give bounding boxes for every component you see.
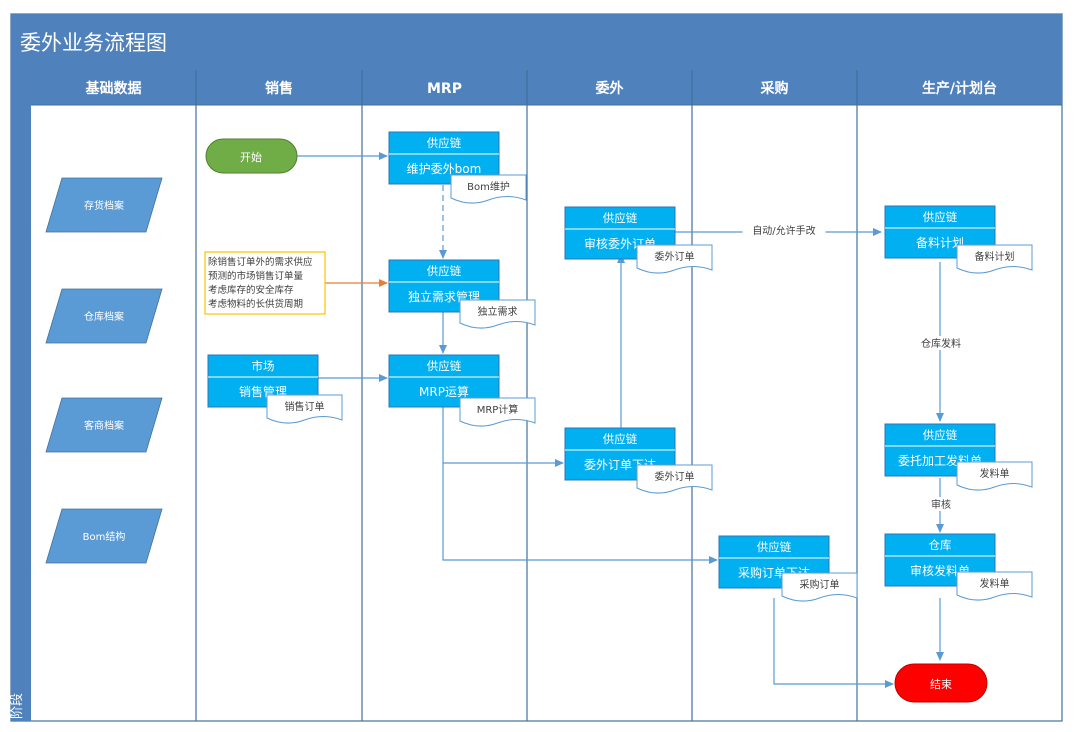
note-line-2: 考虑库存的安全库存 bbox=[208, 284, 294, 296]
base-data-label-0: 存货档案 bbox=[84, 199, 124, 212]
mrp-run-role: 供应链 bbox=[427, 359, 462, 373]
start-label: 开始 bbox=[240, 150, 262, 164]
audit-issue-document bbox=[956, 571, 1033, 601]
edge-label-auto-edit: 自动/允许手改 bbox=[752, 224, 815, 237]
title-bar bbox=[11, 14, 1062, 70]
mrp-run-document-label: MRP计算 bbox=[477, 403, 519, 416]
maintain-bom-step: 维护委外bom bbox=[407, 162, 482, 176]
independent-demand-document-label: 独立需求 bbox=[478, 305, 518, 318]
issue-material-role: 供应链 bbox=[923, 428, 958, 442]
issue-order-box bbox=[564, 427, 676, 481]
audit-issue-document-label: 发料单 bbox=[980, 577, 1010, 590]
issue-material-document-label: 发料单 bbox=[980, 467, 1010, 480]
issue-order-document bbox=[636, 464, 713, 494]
issue-material-document bbox=[956, 461, 1033, 491]
mrp-run-step: MRP运算 bbox=[419, 384, 469, 399]
phase-column bbox=[11, 70, 31, 721]
lane-header-4: 采购 bbox=[760, 80, 789, 97]
lane-header-2: MRP bbox=[427, 81, 462, 97]
note-line-1: 预测的市场销售订单量 bbox=[208, 270, 304, 282]
audit-order-document-label: 委外订单 bbox=[655, 250, 695, 263]
base-data-label-3: Bom结构 bbox=[83, 530, 126, 543]
base-data-shape-2 bbox=[45, 397, 163, 453]
purchase-to-end-arrow bbox=[773, 598, 894, 688]
lane-header-5: 生产/计划台 bbox=[922, 80, 997, 97]
edge-label-warehouse-issue-bg bbox=[916, 336, 966, 350]
maintain-bom-document bbox=[450, 174, 527, 204]
edge-label-audit-bg bbox=[927, 497, 955, 511]
base-data-label-1: 仓库档案 bbox=[84, 310, 124, 323]
audit-issue-box bbox=[884, 533, 996, 587]
lane-header-0: 基础数据 bbox=[86, 80, 142, 97]
audit-order-role: 供应链 bbox=[603, 211, 638, 225]
maintain-bom-document-label: Bom维护 bbox=[467, 180, 510, 193]
lane-header-1: 销售 bbox=[265, 80, 293, 97]
material-plan-document bbox=[956, 244, 1033, 274]
end-label: 结束 bbox=[930, 678, 952, 691]
audit-issue-role: 仓库 bbox=[929, 538, 952, 552]
material-plan-step: 备料计划 bbox=[916, 236, 964, 250]
note-line-3: 考虑物料的长供货周期 bbox=[208, 298, 303, 310]
issue-order-document-label: 委外订单 bbox=[655, 470, 695, 483]
purchase-order-document bbox=[781, 572, 858, 602]
sales-mgmt-document bbox=[266, 394, 343, 424]
end-terminator bbox=[894, 663, 988, 703]
material-plan-role: 供应链 bbox=[923, 210, 958, 224]
lane-header-3: 委外 bbox=[595, 80, 624, 97]
sales-mgmt-document-label: 销售订单 bbox=[285, 400, 325, 413]
material-plan-document-label: 备料计划 bbox=[975, 250, 1015, 263]
maintain-bom-role: 供应链 bbox=[427, 136, 462, 150]
sales-mgmt-role: 市场 bbox=[252, 359, 275, 373]
lane-header-band bbox=[31, 70, 1062, 105]
note-line-0: 除销售订单外的需求供应 bbox=[208, 256, 313, 268]
diagram-title: 委外业务流程图 bbox=[20, 31, 167, 55]
purchase-order-document-label: 采购订单 bbox=[800, 578, 840, 591]
mrp-run-document bbox=[459, 397, 536, 427]
edge-label-audit: 审核 bbox=[931, 498, 951, 511]
issue-order-role: 供应链 bbox=[603, 432, 638, 446]
audit-order-document bbox=[636, 244, 713, 274]
edge-label-warehouse-issue: 仓库发料 bbox=[921, 337, 961, 350]
note-box bbox=[204, 251, 326, 315]
base-data-label-2: 客商档案 bbox=[84, 419, 124, 432]
base-data-shape-3 bbox=[45, 508, 163, 564]
mrp-to-purchase-arrow bbox=[442, 463, 718, 564]
base-data-shape-1 bbox=[45, 288, 163, 344]
independent-demand-role: 供应链 bbox=[427, 264, 462, 278]
edge-label-auto-edit-bg bbox=[742, 223, 826, 237]
audit-issue-step: 审核发料单 bbox=[910, 563, 970, 578]
diagram-frame bbox=[10, 13, 1063, 722]
independent-demand-document bbox=[459, 299, 536, 329]
start-terminator bbox=[205, 138, 298, 174]
purchase-order-role: 供应链 bbox=[757, 540, 792, 554]
phase-label: 阶段 bbox=[10, 693, 25, 719]
base-data-shape-0 bbox=[45, 177, 163, 233]
